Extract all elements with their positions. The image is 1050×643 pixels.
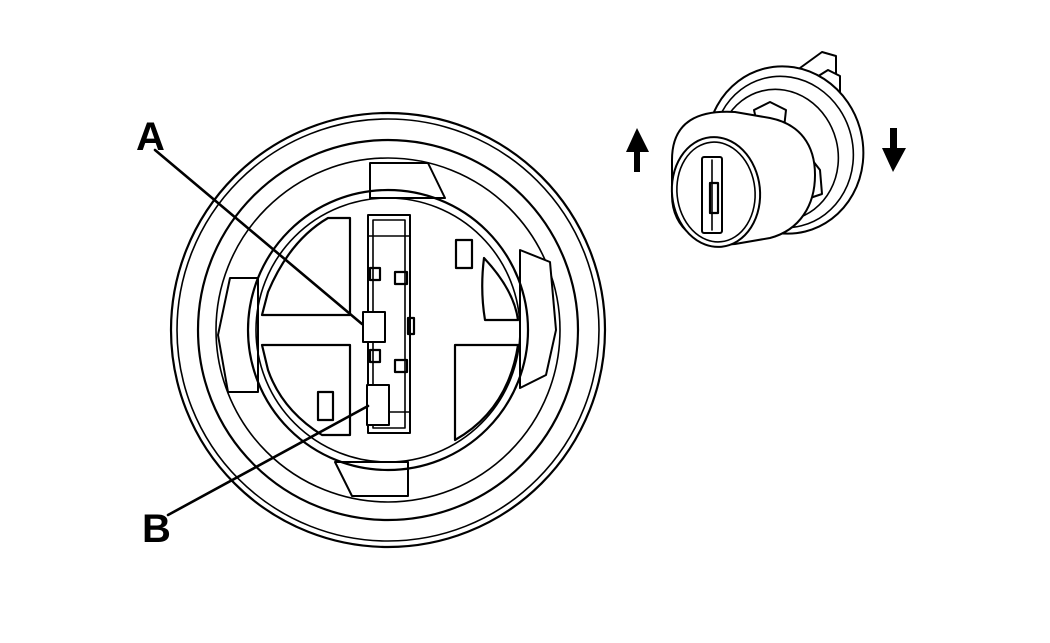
outer-ring [169,111,607,549]
callout-b: B [142,507,171,551]
inner-rim-edge [255,197,521,463]
leader-line-b [166,404,370,517]
socket-front-view [169,111,607,549]
face-slot-tab [708,181,720,215]
terminal-b [366,384,390,426]
bulb-socket-side-view [670,51,865,248]
front-face-rim [676,141,756,243]
recess-upper-right [481,256,520,322]
outer-ring-inner-edge [176,118,600,542]
contact-tab [393,358,409,374]
middle-ring [196,138,580,522]
callout-a: A [136,115,165,159]
lug-right [519,249,557,389]
contact-tab [393,270,409,286]
recess-lower-right [453,343,520,442]
leader-line-a [153,148,364,326]
arrow-up-icon [626,128,649,172]
slot-lower-left [316,390,335,422]
contact-tab [368,266,382,282]
lug-bottom [334,461,409,497]
terminal-a [362,311,386,343]
recess-lower-left [260,343,352,437]
terminal-a-side [406,316,416,336]
arrow-down-icon [882,128,906,172]
recess-upper-left [260,216,352,317]
inner-rim [246,188,530,472]
middle-ring-inner-edge [215,157,561,503]
slot-upper-right [454,238,474,270]
lug-top [369,162,446,199]
contact-tab [368,348,382,364]
lug-left [217,277,259,393]
